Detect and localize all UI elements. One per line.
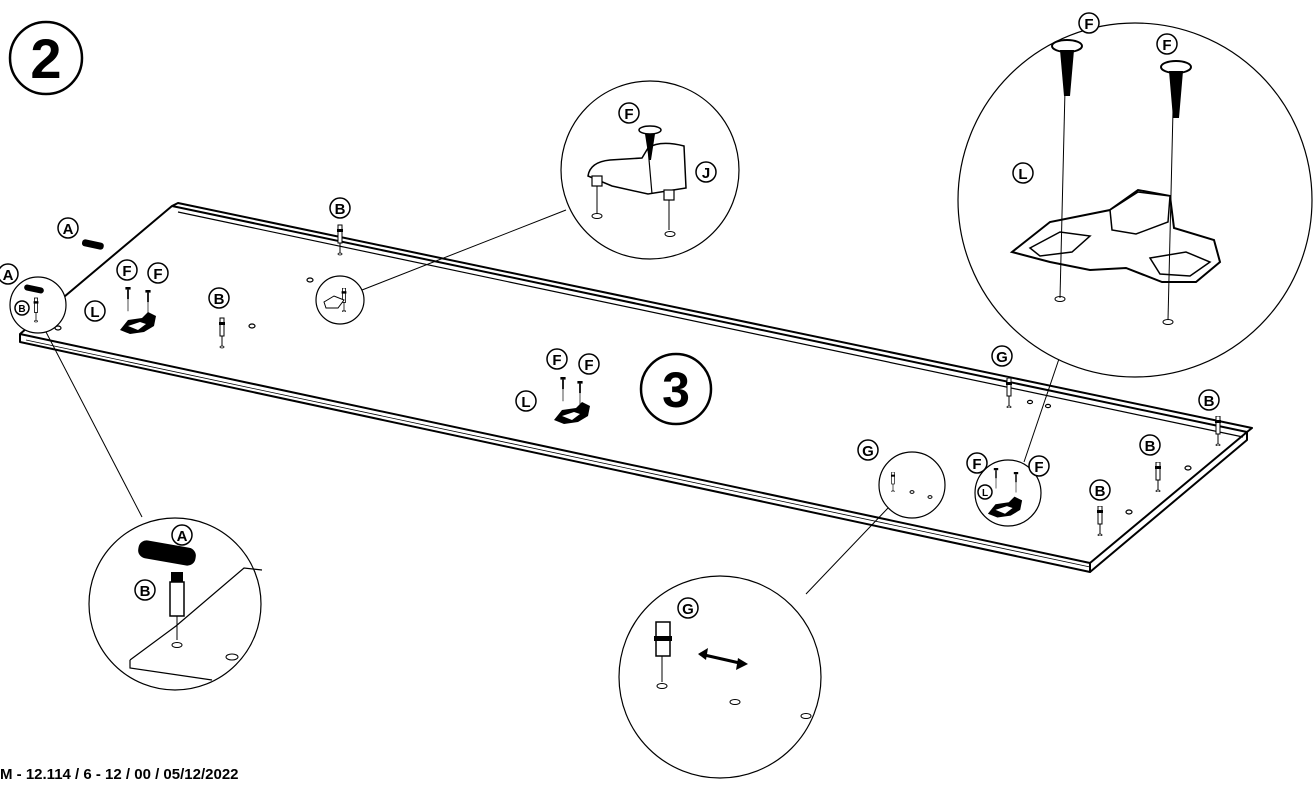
svg-text:G: G	[862, 443, 874, 460]
svg-text:F: F	[1162, 37, 1171, 54]
leader-lines	[45, 209, 1063, 595]
label-f: F	[147, 262, 169, 284]
label-g: G	[991, 345, 1013, 367]
label-l: L	[515, 390, 537, 412]
svg-text:B: B	[335, 201, 346, 218]
detail-cam-dowel	[88, 517, 263, 691]
label-a: A	[57, 217, 79, 239]
svg-text:F: F	[1034, 459, 1043, 476]
label-b: B	[1198, 389, 1220, 411]
svg-text:G: G	[996, 349, 1008, 366]
svg-text:B: B	[1204, 393, 1215, 410]
svg-text:L: L	[1018, 166, 1027, 183]
step-number-badge: 2	[8, 20, 84, 96]
label-a: A	[0, 263, 19, 285]
callout-labels: A A B F F L B B F J F F L A B G G G F F …	[0, 12, 1220, 619]
detail-bracket-j	[560, 80, 740, 260]
label-a: A	[171, 524, 193, 546]
label-f: F	[1078, 12, 1100, 34]
label-j: J	[695, 161, 717, 183]
label-g: G	[857, 439, 879, 461]
svg-text:F: F	[122, 263, 131, 280]
svg-text:J: J	[702, 165, 710, 182]
label-b: B	[1139, 434, 1161, 456]
svg-text:B: B	[140, 583, 151, 600]
svg-text:A: A	[177, 528, 188, 545]
label-l: L	[1012, 162, 1034, 184]
svg-text:L: L	[982, 488, 988, 499]
sub-step-number-badge: 3	[639, 352, 713, 426]
label-f: F	[546, 348, 568, 370]
svg-text:L: L	[90, 304, 99, 321]
detail-bracket-l	[957, 22, 1313, 378]
label-f: F	[578, 353, 600, 375]
label-f: F	[618, 102, 640, 124]
footer-code: M - 12.114 / 6 - 12 / 00 / 05/12/2022	[0, 766, 239, 783]
svg-text:G: G	[682, 601, 694, 618]
panel-holes	[54, 277, 1192, 515]
svg-text:F: F	[584, 357, 593, 374]
small-detail-contents	[24, 284, 1023, 518]
label-l: L	[977, 484, 993, 500]
svg-text:F: F	[624, 106, 633, 123]
label-f: F	[1028, 455, 1050, 477]
svg-text:F: F	[972, 456, 981, 473]
svg-text:F: F	[1084, 16, 1093, 33]
label-f: F	[1156, 33, 1178, 55]
svg-text:L: L	[521, 394, 530, 411]
sub-step-number: 3	[662, 362, 690, 418]
detail-pin-g	[618, 575, 822, 779]
svg-text:B: B	[1095, 483, 1106, 500]
svg-text:F: F	[552, 352, 561, 369]
svg-text:A: A	[63, 221, 74, 238]
svg-text:B: B	[18, 304, 25, 315]
cam-bolt-a-icon	[81, 239, 104, 250]
label-g: G	[677, 597, 699, 619]
label-f: F	[966, 452, 988, 474]
svg-text:B: B	[1145, 438, 1156, 455]
panel-hardware	[81, 224, 1222, 536]
label-f: F	[116, 259, 138, 281]
label-b: B	[329, 197, 351, 219]
step-number: 2	[30, 27, 61, 90]
label-l: L	[84, 300, 106, 322]
svg-text:A: A	[3, 267, 14, 284]
svg-text:B: B	[214, 291, 225, 308]
label-b: B	[14, 300, 30, 316]
label-b: B	[134, 579, 156, 601]
svg-text:F: F	[153, 266, 162, 283]
label-b: B	[1089, 479, 1111, 501]
label-b: B	[208, 287, 230, 309]
